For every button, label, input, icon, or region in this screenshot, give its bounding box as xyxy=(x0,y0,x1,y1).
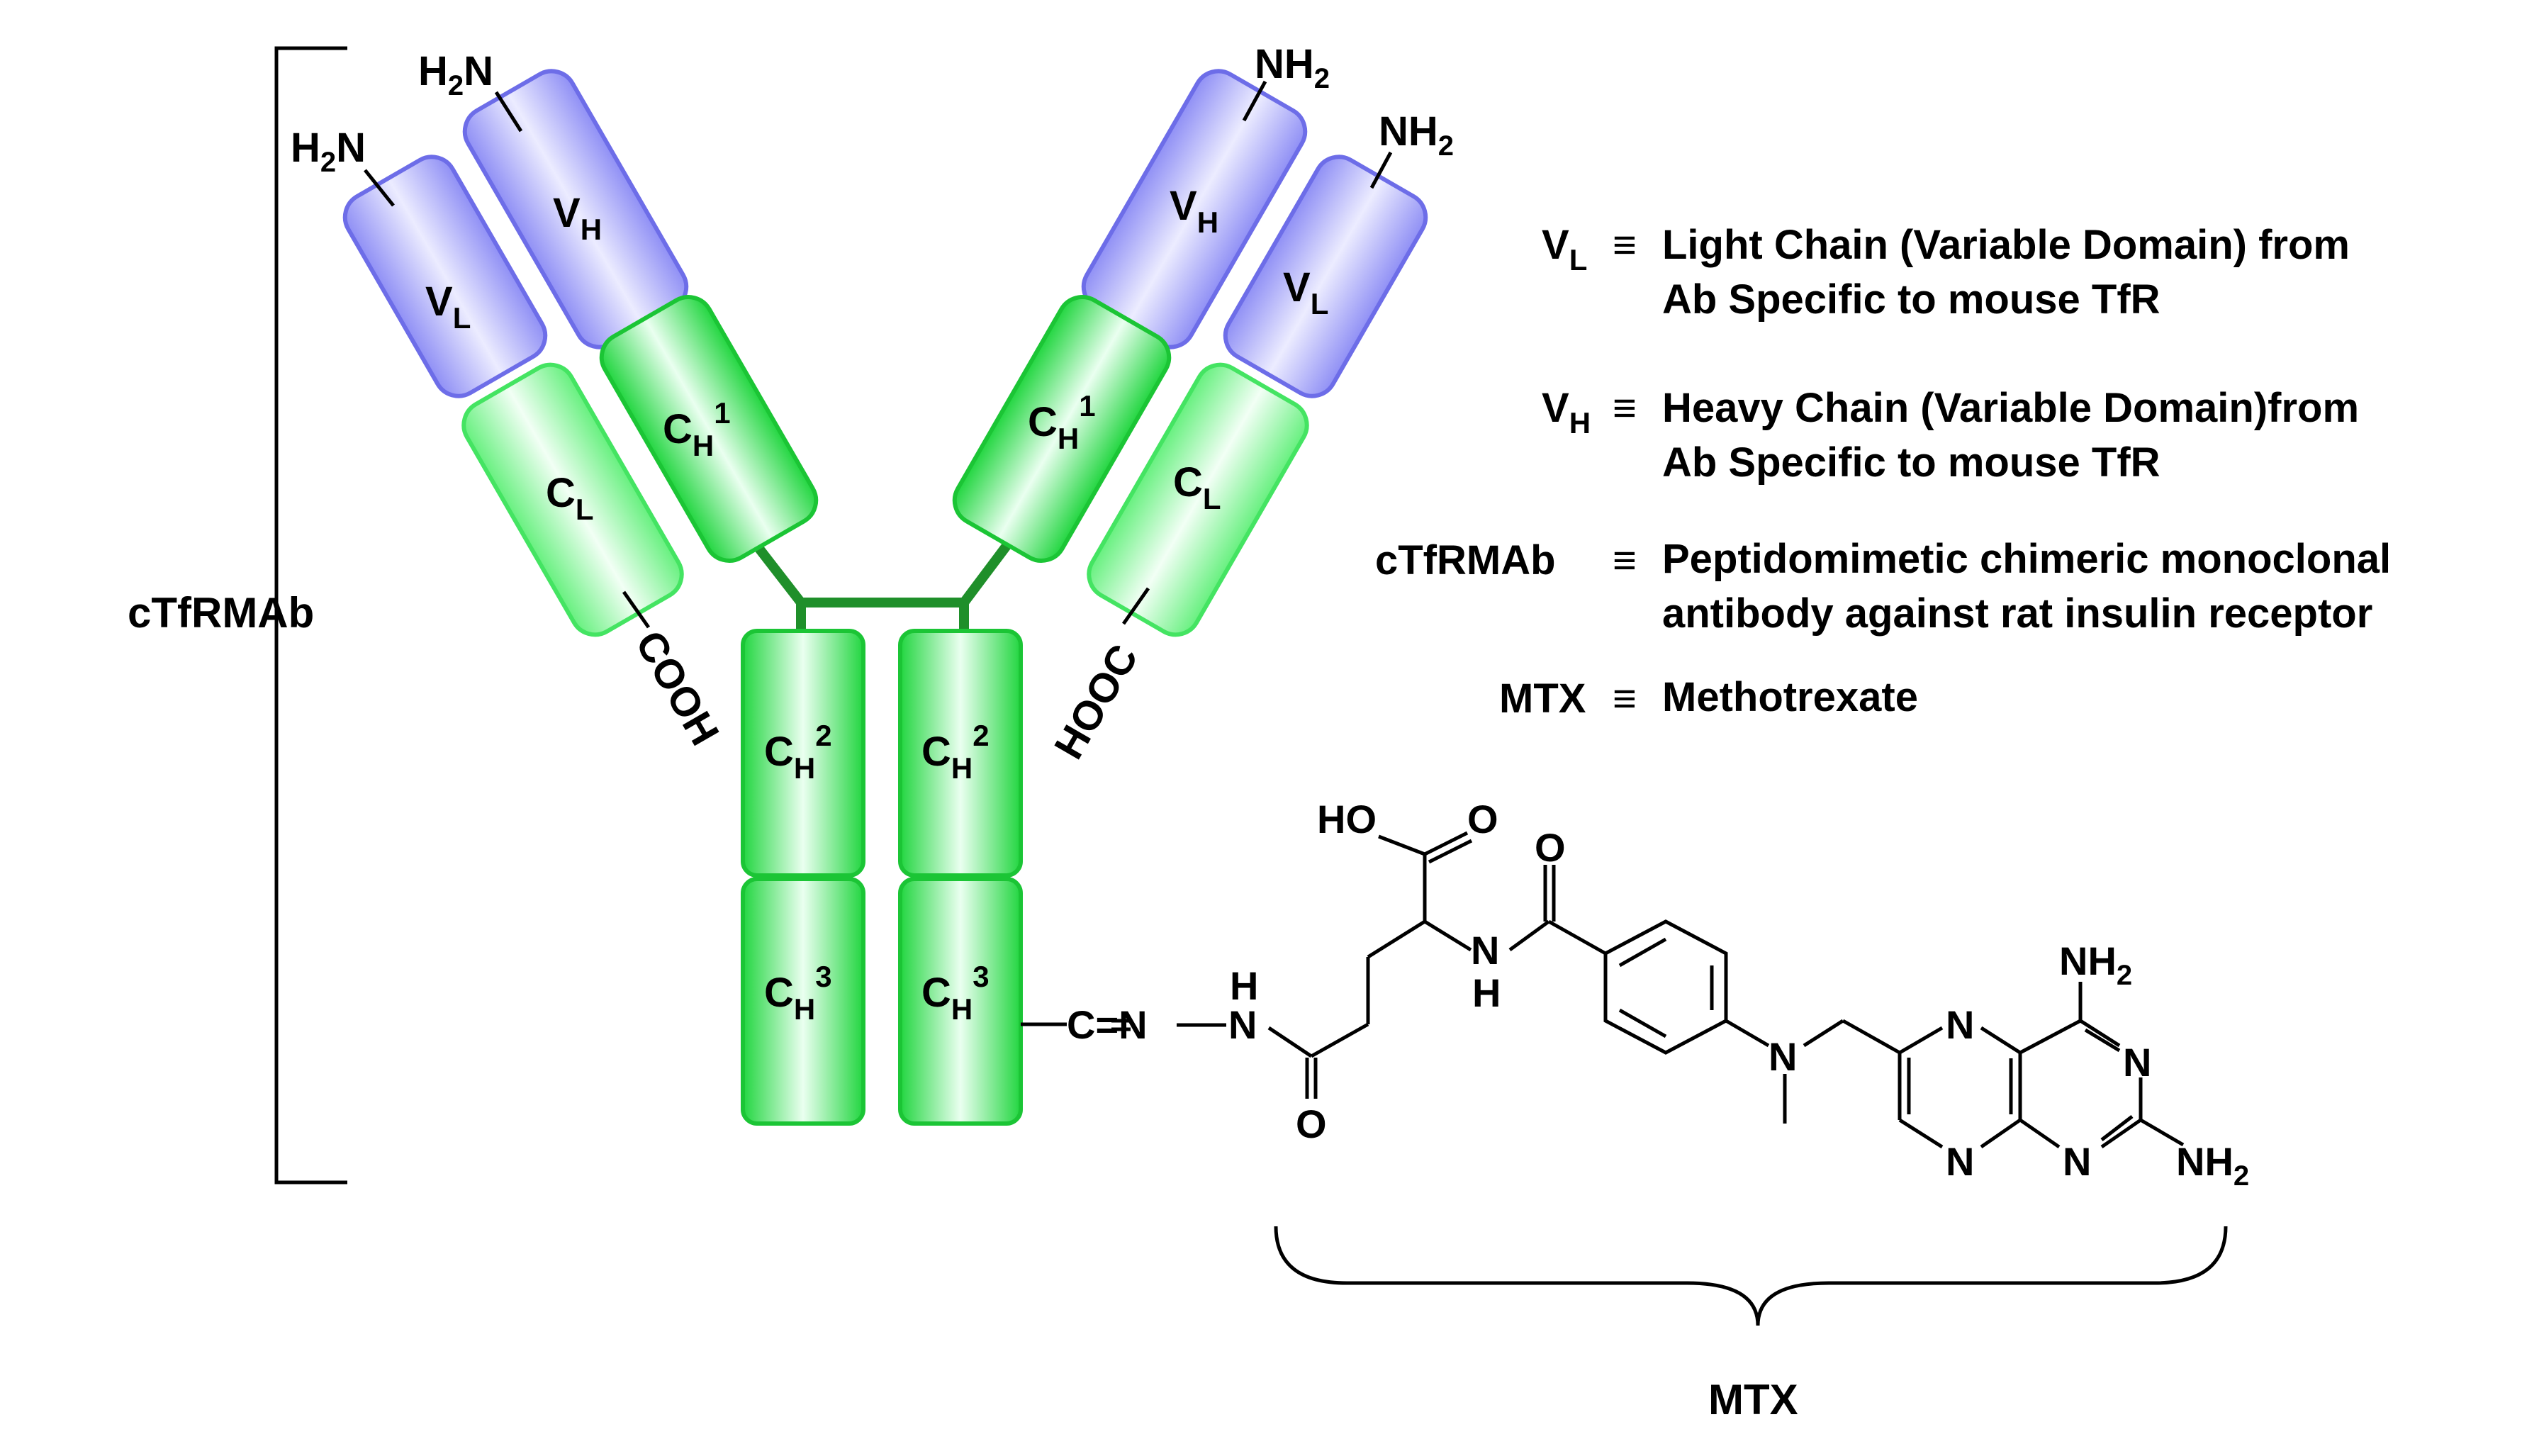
h2n-label-1: H2N xyxy=(291,125,366,178)
nh2-label-4: NH2 xyxy=(2176,1139,2249,1192)
pteridine-n-label-1: N xyxy=(1946,1002,1974,1047)
mtx-label: MTX xyxy=(1708,1376,1798,1423)
amide-n-label: N xyxy=(1471,928,1499,973)
legend-key-ctfrmab: cTfRMAb xyxy=(1375,537,1556,583)
pteridine-n-label-3: N xyxy=(2063,1139,2091,1184)
left-bracket xyxy=(274,46,347,1185)
ho-label: HO xyxy=(1317,797,1377,841)
label-vl-left: VL xyxy=(425,279,471,335)
antibody-name-label: cTfRMAb xyxy=(128,589,314,637)
pteridine-n-label-4: N xyxy=(2123,1040,2151,1085)
legend-text-4a: Methotrexate xyxy=(1662,674,1918,720)
legend-text-2b: Ab Specific to mouse TfR xyxy=(1662,439,2160,486)
legend: VL ≡ Light Chain (Variable Domain) from … xyxy=(1375,222,2391,722)
domain-ch2-left xyxy=(741,629,865,878)
label-cl-left: CL xyxy=(546,470,594,526)
legend-text-1b: Ab Specific to mouse TfR xyxy=(1662,276,2160,323)
label-ch2-right: CH2 xyxy=(921,719,990,785)
domain-ch2-right xyxy=(898,629,1023,878)
mtx-bonds xyxy=(1111,831,2185,1149)
label-ch1-right: CH1 xyxy=(1028,389,1096,455)
h2n-label-2: H2N xyxy=(418,48,493,101)
hooc-label: HOOC xyxy=(1046,637,1147,766)
legend-key-mtx: MTX xyxy=(1499,676,1586,722)
nh2-label-3: NH2 xyxy=(2059,939,2132,991)
cooh-label: COOH xyxy=(627,623,728,753)
domain-vl-right xyxy=(1223,155,1428,398)
terminal-bonds xyxy=(364,80,1393,1026)
carbonyl-o-label-2: O xyxy=(1467,797,1498,841)
carbonyl-o-label-3: O xyxy=(1535,825,1566,870)
nh2-label-2: NH2 xyxy=(1379,108,1454,162)
methyl-n-label: N xyxy=(1769,1034,1797,1079)
legend-equiv-2: ≡ xyxy=(1613,385,1637,431)
domain-ch1-left xyxy=(599,295,819,563)
legend-text-2a: Heavy Chain (Variable Domain)from xyxy=(1662,385,2359,431)
legend-key-vh: VH xyxy=(1542,385,1591,439)
legend-text-3a: Peptidomimetic chimeric monoclonal xyxy=(1662,536,2391,582)
legend-text-1a: Light Chain (Variable Domain) from xyxy=(1662,222,2350,268)
domain-labels: VL VH CL CH1 VH VL CH1 CL CH2 CH2 CH3 CH… xyxy=(425,183,1328,1026)
hinge xyxy=(753,542,1011,631)
legend-equiv-1: ≡ xyxy=(1613,222,1637,268)
hydrazone-h-label: H xyxy=(1230,963,1258,1008)
pteridine-n-label-2: N xyxy=(1946,1139,1974,1184)
amide-h-label: H xyxy=(1472,970,1501,1015)
label-ch1-left: CH1 xyxy=(663,396,731,462)
nh2-label-1: NH2 xyxy=(1255,41,1330,94)
label-ch3-left: CH3 xyxy=(764,960,832,1026)
legend-key-vl: VL xyxy=(1542,222,1587,276)
legend-equiv-3: ≡ xyxy=(1613,537,1637,583)
domain-vl-left xyxy=(342,155,548,398)
label-ch2-left: CH2 xyxy=(764,719,832,785)
label-ch3-right: CH3 xyxy=(921,960,990,1026)
mtx-molecule: C=N H N O HO O N H O N N N N N NH2 NH2 xyxy=(1067,797,2249,1192)
label-vh-right: VH xyxy=(1170,183,1218,239)
domain-ch1-right xyxy=(952,295,1172,563)
mtx-brace xyxy=(1274,1226,2228,1326)
legend-equiv-4: ≡ xyxy=(1613,676,1637,722)
domain-ch3-right xyxy=(898,877,1023,1126)
label-vh-left: VH xyxy=(553,190,602,246)
label-cl-right: CL xyxy=(1173,459,1221,515)
legend-text-3b: antibody against rat insulin receptor xyxy=(1662,590,2372,637)
linker-label: C=N xyxy=(1067,1002,1148,1047)
label-vl-right: VL xyxy=(1283,264,1328,320)
domain-ch3-left xyxy=(741,877,865,1126)
hydrazone-n-label: N xyxy=(1228,1002,1257,1047)
carbonyl-o-label-1: O xyxy=(1296,1102,1327,1146)
